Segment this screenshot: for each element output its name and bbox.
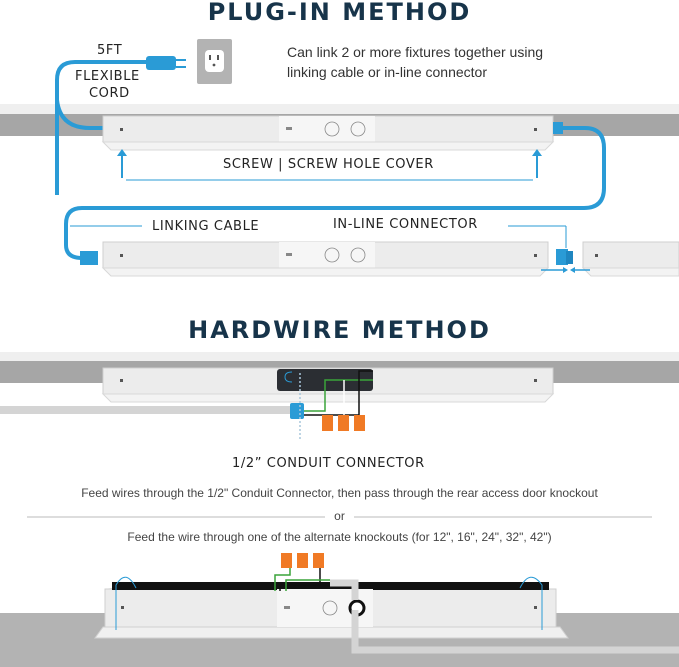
instruction-1: Feed wires through the 1/2" Conduit Conn… bbox=[81, 486, 598, 500]
instruction-2: Feed the wire through one of the alterna… bbox=[127, 530, 552, 544]
power-cord bbox=[55, 99, 104, 130]
wall-outlet-icon bbox=[197, 39, 232, 84]
cord-label: CORD bbox=[89, 86, 130, 101]
fixture-2 bbox=[101, 241, 550, 277]
wire-nut-icon bbox=[313, 553, 324, 568]
wire-nut-icon bbox=[322, 415, 333, 431]
plug-in-method-title: PLUG-IN METHOD bbox=[207, 0, 472, 26]
link-note-line2: linking cable or in-line connector bbox=[287, 64, 487, 80]
screw-label: SCREW | SCREW HOLE COVER bbox=[223, 157, 434, 172]
plug-icon bbox=[146, 56, 176, 70]
wire-nut-icon bbox=[338, 415, 349, 431]
inline-connector-icon bbox=[556, 249, 568, 265]
hardwire-method-title: HARDWIRE METHOD bbox=[188, 316, 491, 344]
hardwire-fixture bbox=[101, 367, 555, 403]
wire-nut-icon bbox=[281, 553, 292, 568]
link-note-line1: Can link 2 or more fixtures together usi… bbox=[287, 44, 544, 60]
inline-connector-label: IN-LINE CONNECTOR bbox=[333, 217, 478, 232]
divider-or: or bbox=[334, 509, 345, 523]
linking-cable-label: LINKING CABLE bbox=[152, 219, 260, 234]
cord-length-label: 5FT bbox=[97, 43, 123, 58]
wire-nut-icon bbox=[354, 415, 365, 431]
fixture-1 bbox=[101, 115, 555, 151]
cord-type-label: FLEXIBLE bbox=[75, 69, 140, 84]
conduit-connector-icon bbox=[290, 403, 304, 419]
wire-nut-icon bbox=[297, 553, 308, 568]
linking-cable bbox=[64, 126, 606, 260]
conduit-connector-label: 1/2” CONDUIT CONNECTOR bbox=[232, 456, 425, 471]
